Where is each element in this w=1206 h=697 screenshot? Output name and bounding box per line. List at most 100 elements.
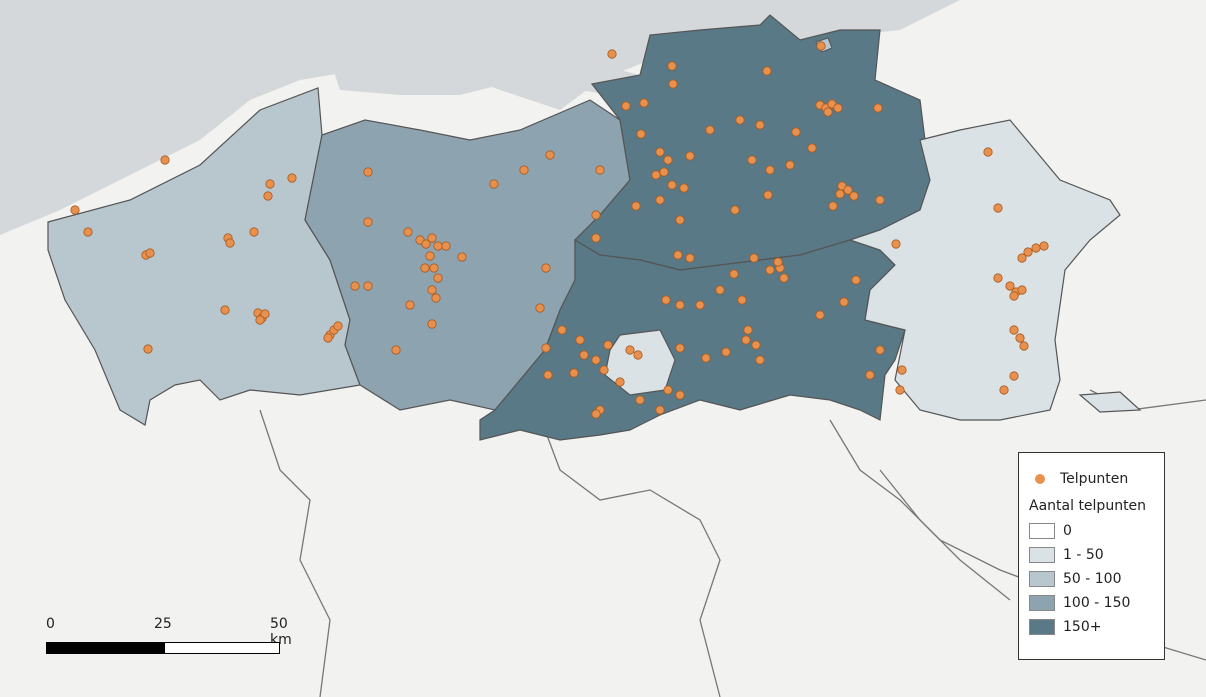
telpunt-marker[interactable] — [263, 191, 273, 201]
telpunt-marker[interactable] — [457, 252, 467, 262]
telpunt-marker[interactable] — [993, 203, 1003, 213]
telpunt-marker[interactable] — [421, 239, 431, 249]
telpunt-marker[interactable] — [755, 120, 765, 130]
telpunt-marker[interactable] — [603, 340, 613, 350]
telpunt-marker[interactable] — [595, 165, 605, 175]
telpunt-marker[interactable] — [427, 285, 437, 295]
telpunt-marker[interactable] — [433, 241, 443, 251]
telpunt-marker[interactable] — [785, 160, 795, 170]
telpunt-marker[interactable] — [557, 325, 567, 335]
telpunt-marker[interactable] — [835, 189, 845, 199]
telpunt-marker[interactable] — [363, 217, 373, 227]
telpunt-marker[interactable] — [599, 365, 609, 375]
telpunt-marker[interactable] — [655, 195, 665, 205]
telpunt-marker[interactable] — [403, 227, 413, 237]
telpunt-marker[interactable] — [591, 210, 601, 220]
telpunt-marker[interactable] — [1031, 243, 1041, 253]
telpunt-marker[interactable] — [875, 345, 885, 355]
region-limburg[interactable] — [848, 119, 1121, 421]
telpunt-marker[interactable] — [663, 155, 673, 165]
telpunt-marker[interactable] — [675, 343, 685, 353]
telpunt-marker[interactable] — [663, 385, 673, 395]
telpunt-marker[interactable] — [541, 343, 551, 353]
telpunt-marker[interactable] — [636, 129, 646, 139]
telpunt-marker[interactable] — [425, 251, 435, 261]
telpunt-marker[interactable] — [895, 385, 905, 395]
telpunt-marker[interactable] — [849, 191, 859, 201]
telpunt-marker[interactable] — [701, 353, 711, 363]
telpunt-marker[interactable] — [673, 250, 683, 260]
telpunt-marker[interactable] — [391, 345, 401, 355]
telpunt-marker[interactable] — [763, 190, 773, 200]
telpunt-marker[interactable] — [625, 345, 635, 355]
telpunt-marker[interactable] — [993, 273, 1003, 283]
telpunt-marker[interactable] — [427, 319, 437, 329]
telpunt-marker[interactable] — [543, 370, 553, 380]
telpunt-marker[interactable] — [667, 180, 677, 190]
telpunt-marker[interactable] — [685, 151, 695, 161]
telpunt-marker[interactable] — [519, 165, 529, 175]
telpunt-marker[interactable] — [747, 155, 757, 165]
telpunt-marker[interactable] — [779, 273, 789, 283]
telpunt-marker[interactable] — [350, 281, 360, 291]
telpunt-marker[interactable] — [1017, 253, 1027, 263]
telpunt-marker[interactable] — [661, 295, 671, 305]
telpunt-marker[interactable] — [431, 293, 441, 303]
region-vlaams-brabant[interactable] — [479, 238, 906, 441]
telpunt-marker[interactable] — [791, 127, 801, 137]
telpunt-marker[interactable] — [591, 409, 601, 419]
telpunt-marker[interactable] — [420, 263, 430, 273]
telpunt-marker[interactable] — [891, 239, 901, 249]
telpunt-marker[interactable] — [675, 215, 685, 225]
telpunt-marker[interactable] — [333, 321, 343, 331]
telpunt-marker[interactable] — [823, 107, 833, 117]
telpunt-marker[interactable] — [741, 335, 751, 345]
telpunt-marker[interactable] — [695, 300, 705, 310]
telpunt-marker[interactable] — [999, 385, 1009, 395]
telpunt-marker[interactable] — [737, 295, 747, 305]
telpunt-marker[interactable] — [865, 370, 875, 380]
telpunt-marker[interactable] — [535, 303, 545, 313]
telpunt-marker[interactable] — [1039, 241, 1049, 251]
telpunt-marker[interactable] — [143, 344, 153, 354]
telpunt-marker[interactable] — [685, 253, 695, 263]
telpunt-marker[interactable] — [160, 155, 170, 165]
telpunt-marker[interactable] — [851, 275, 861, 285]
telpunt-marker[interactable] — [828, 201, 838, 211]
telpunt-marker[interactable] — [843, 185, 853, 195]
telpunt-marker[interactable] — [545, 150, 555, 160]
telpunt-marker[interactable] — [323, 333, 333, 343]
telpunt-marker[interactable] — [363, 281, 373, 291]
telpunt-marker[interactable] — [897, 365, 907, 375]
telpunt-marker[interactable] — [815, 310, 825, 320]
telpunt-marker[interactable] — [735, 115, 745, 125]
telpunt-marker[interactable] — [765, 265, 775, 275]
telpunt-marker[interactable] — [220, 305, 230, 315]
telpunt-marker[interactable] — [569, 368, 579, 378]
telpunt-marker[interactable] — [405, 300, 415, 310]
telpunt-marker[interactable] — [621, 101, 631, 111]
telpunt-marker[interactable] — [667, 61, 677, 71]
telpunt-marker[interactable] — [1009, 291, 1019, 301]
telpunt-marker[interactable] — [675, 300, 685, 310]
telpunt-marker[interactable] — [489, 179, 499, 189]
telpunt-marker[interactable] — [668, 79, 678, 89]
telpunt-marker[interactable] — [83, 227, 93, 237]
telpunt-marker[interactable] — [260, 309, 270, 319]
telpunt-marker[interactable] — [983, 147, 993, 157]
telpunt-marker[interactable] — [607, 49, 617, 59]
telpunt-marker[interactable] — [807, 143, 817, 153]
telpunt-marker[interactable] — [749, 253, 759, 263]
telpunt-marker[interactable] — [730, 205, 740, 215]
telpunt-marker[interactable] — [743, 325, 753, 335]
telpunt-marker[interactable] — [249, 227, 259, 237]
telpunt-marker[interactable] — [225, 238, 235, 248]
telpunt-marker[interactable] — [651, 170, 661, 180]
telpunt-marker[interactable] — [1009, 371, 1019, 381]
telpunt-marker[interactable] — [873, 103, 883, 113]
telpunt-marker[interactable] — [659, 167, 669, 177]
telpunt-marker[interactable] — [839, 297, 849, 307]
telpunt-marker[interactable] — [255, 315, 265, 325]
telpunt-marker[interactable] — [631, 201, 641, 211]
